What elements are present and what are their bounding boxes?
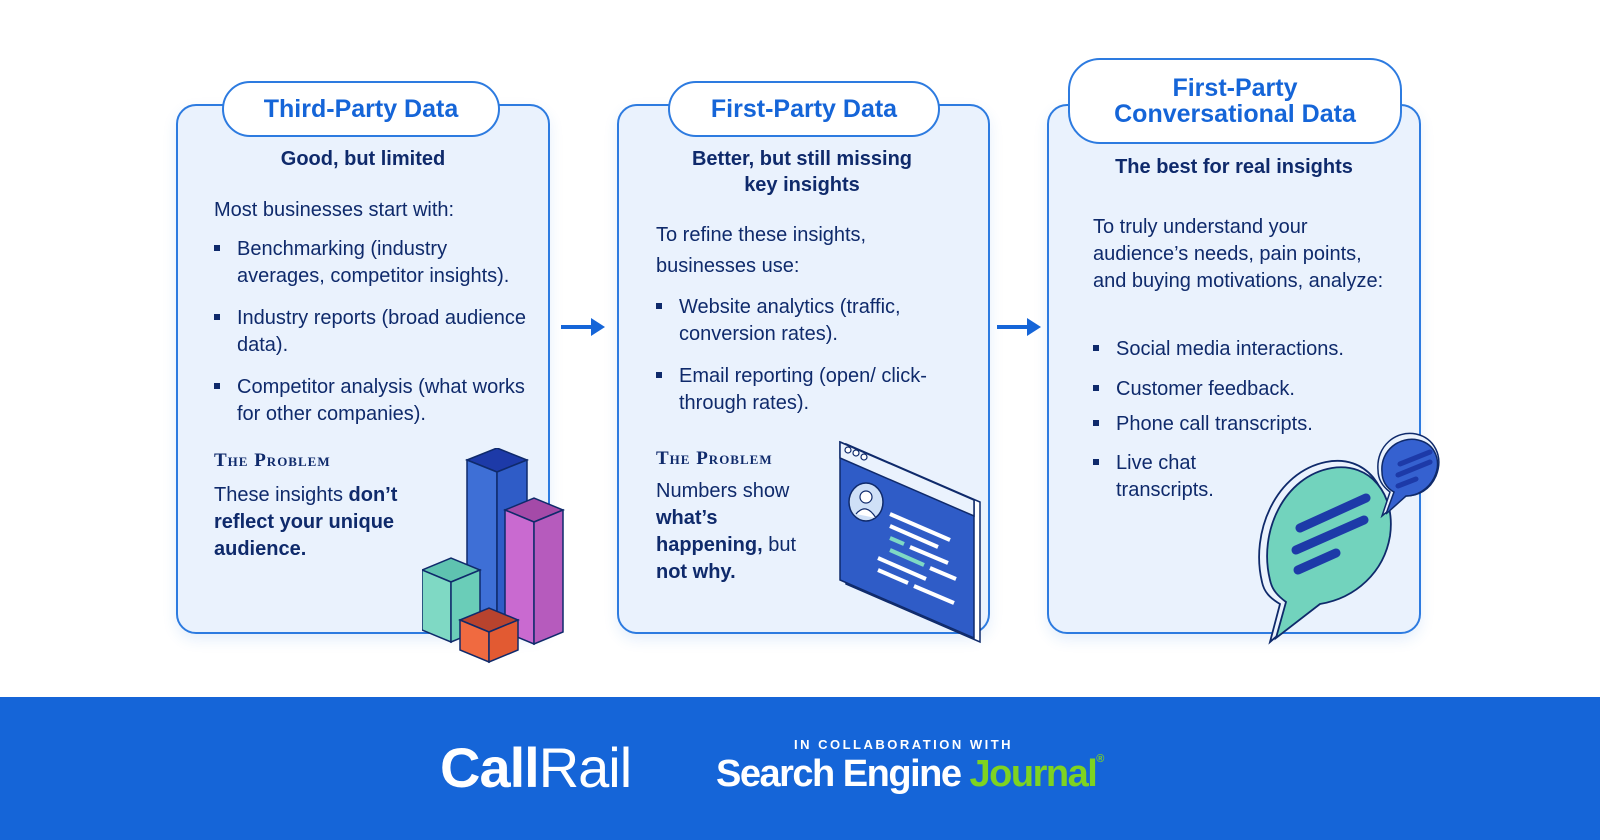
card-first-party-intro: To refine these insights, businesses use… [656, 224, 867, 277]
card-first-party-bullets: Website analytics (traffic, conversion r… [656, 294, 956, 417]
list-item: Phone call transcripts. [1093, 411, 1373, 438]
arrow-right-icon [561, 318, 605, 336]
card-third-party-title: Third-Party Data [222, 81, 500, 137]
card-first-party-subtitle: Better, but still missing key insights [691, 148, 913, 196]
card-conversational-bullets: Social media interactions. Customer feed… [1093, 336, 1373, 504]
card-conversational-subtitle: The best for real insights [1115, 156, 1353, 178]
card-first-party-problem-title: The Problem [656, 448, 773, 469]
browser-profile-illustration [839, 440, 981, 644]
card-third-party-subtitle: Good, but limited [280, 148, 446, 170]
card-third-party-intro: Most businesses start with: [214, 199, 455, 221]
list-item: Website analytics (traffic, conversion r… [656, 294, 956, 348]
card-first-party-problem-text: Numbers show what’s happening, but not w… [656, 480, 797, 583]
chat-bubbles-illustration [1258, 432, 1440, 645]
list-item: Benchmarking (industry averages, competi… [214, 236, 534, 290]
search-engine-journal-logo: Search Engine Journal® [716, 753, 1105, 795]
card-conversational-title: First-Party Conversational Data [1068, 58, 1402, 144]
list-item: Customer feedback. [1093, 376, 1373, 403]
list-item: Industry reports (broad audience data). [214, 305, 534, 359]
bar-chart-illustration [422, 448, 565, 664]
callrail-logo: CallRail [440, 736, 632, 799]
footer-banner [0, 697, 1600, 840]
card-third-party-problem-title: The Problem [214, 450, 331, 471]
list-item: Competitor analysis (what works for othe… [214, 374, 534, 428]
collaboration-label: IN COLLABORATION WITH [794, 737, 1014, 752]
list-item: Live chat transcripts. [1093, 450, 1223, 504]
card-conversational-intro: To truly understand your audience’s need… [1093, 216, 1384, 292]
arrow-right-icon [997, 318, 1041, 336]
card-first-party-title: First-Party Data [668, 81, 940, 137]
list-item: Social media interactions. [1093, 336, 1373, 363]
card-third-party-problem-text: These insights don’t reflect your unique… [214, 484, 398, 560]
list-item: Email reporting (open/ click-through rat… [656, 363, 956, 417]
card-third-party-bullets: Benchmarking (industry averages, competi… [214, 236, 534, 428]
